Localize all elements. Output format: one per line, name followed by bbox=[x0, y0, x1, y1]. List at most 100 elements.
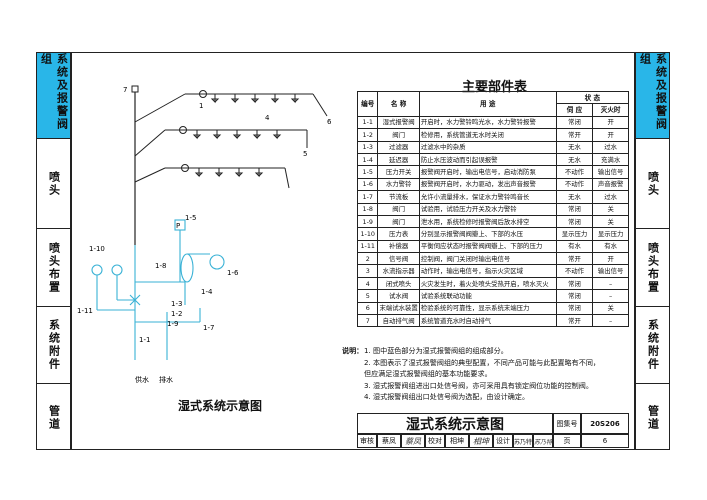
cell-use: 火灾发生时，着火处喷头受热开启，喷水灭火 bbox=[418, 276, 557, 291]
side-section-sprinkler-layout[interactable]: 喷头布置 bbox=[37, 229, 70, 307]
cell-fire: 开 bbox=[592, 128, 629, 142]
header-name: 名 称 bbox=[377, 91, 420, 117]
page-label: 页 bbox=[553, 434, 581, 448]
cell-no: 4 bbox=[356, 276, 379, 291]
cell-normal: 不动作 bbox=[555, 165, 594, 179]
callout-1-1: 1-1 bbox=[139, 336, 150, 344]
notes-label: 说明： bbox=[342, 346, 364, 355]
header-no: 编号 bbox=[356, 91, 379, 117]
callout-1-2: 1-2 bbox=[171, 310, 182, 318]
callout-5: 5 bbox=[303, 150, 307, 158]
side-section-system[interactable]: 系统及报警阀组 bbox=[37, 53, 70, 139]
note-item: 3. 湿式报警阀组进出口处信号阀，亦可采用具有锁定阀位功能的控制阀。 bbox=[364, 380, 593, 390]
cell-use: 试验系统联动功能 bbox=[418, 289, 557, 303]
side-section-system[interactable]: 系统及报警阀组 bbox=[636, 53, 669, 139]
cell-normal: 常闭 bbox=[555, 115, 594, 130]
cell-fire: 显示压力 bbox=[592, 227, 629, 241]
cell-fire: 充满水 bbox=[592, 152, 629, 167]
cell-fire: 过水 bbox=[592, 140, 629, 154]
cell-fire: – bbox=[592, 314, 629, 328]
cell-normal: 不动作 bbox=[555, 264, 594, 278]
cell-use: 允许小流量排水，保证水力警铃鸣音长 bbox=[418, 190, 557, 204]
cell-normal: 不动作 bbox=[555, 177, 594, 192]
cell-fire: 输出信号 bbox=[592, 264, 629, 278]
design-label: 设计 bbox=[493, 434, 513, 448]
header-normal: 伺 应 bbox=[555, 103, 594, 117]
callout-6: 6 bbox=[327, 118, 332, 126]
callout-1-11: 1-11 bbox=[77, 307, 93, 315]
header-fire: 灭火时 bbox=[592, 103, 629, 117]
callout-1-3: 1-3 bbox=[171, 300, 182, 308]
callout-1: 1 bbox=[199, 102, 203, 110]
designer-signature: 苏乃特 bbox=[533, 434, 553, 448]
cell-fire: 关 bbox=[592, 301, 629, 316]
cell-name: 压力开关 bbox=[377, 165, 420, 179]
side-section-pipe[interactable]: 管道 bbox=[646, 404, 660, 431]
cell-use: 防止水压波动而引起误报警 bbox=[418, 152, 557, 167]
cell-no: 1-2 bbox=[356, 128, 379, 142]
cell-name: 信号阀 bbox=[377, 252, 420, 266]
cell-name: 压力表 bbox=[377, 227, 420, 241]
cell-fire: – bbox=[592, 289, 629, 303]
callout-1-7: 1-7 bbox=[203, 324, 214, 332]
cell-normal: 常闭 bbox=[555, 276, 594, 291]
callout-7: 7 bbox=[123, 86, 127, 94]
cell-no: 1-3 bbox=[356, 140, 379, 154]
cell-normal: 常闭 bbox=[555, 202, 594, 216]
cell-name: 湿式报警阀 bbox=[377, 115, 420, 130]
cell-fire: 开 bbox=[592, 115, 629, 130]
page-number: 6 bbox=[581, 434, 629, 448]
cell-no: 1-6 bbox=[356, 177, 379, 192]
side-section-sprinkler[interactable]: 喷头 bbox=[37, 139, 70, 229]
callout-1-5: 1-5 bbox=[185, 214, 196, 222]
note-item: 4. 湿式报警阀组出口处信号阀为选配，由设计确定。 bbox=[364, 392, 530, 402]
cell-name: 闭式喷头 bbox=[377, 276, 420, 291]
cell-no: 1-5 bbox=[356, 165, 379, 179]
cell-name: 末端试水装置 bbox=[377, 301, 420, 316]
cell-fire: 有水 bbox=[592, 239, 629, 254]
cell-name: 过滤器 bbox=[377, 140, 420, 154]
cell-use: 过滤水中的杂质 bbox=[418, 140, 557, 154]
atlas-label: 图集号 bbox=[553, 413, 581, 434]
diagram-caption: 湿式系统示意图 bbox=[178, 399, 263, 413]
callout-4: 4 bbox=[265, 114, 270, 122]
cell-no: 1-9 bbox=[356, 214, 379, 229]
side-section-sprinkler-layout[interactable]: 喷头布置 bbox=[636, 229, 669, 307]
cell-no: 1-10 bbox=[356, 227, 379, 241]
checker-name: 相坤 bbox=[445, 434, 469, 448]
side-section-sprinkler[interactable]: 喷头 bbox=[636, 139, 669, 229]
checker-signature: 相坤 bbox=[469, 434, 493, 448]
cell-name: 节流板 bbox=[377, 190, 420, 204]
cell-name: 自动排气阀 bbox=[377, 314, 420, 328]
side-section-accessories[interactable]: 系统附件 bbox=[37, 307, 70, 384]
note-item: 但应满足湿式报警阀组的基本功能要求。 bbox=[364, 369, 492, 379]
header-status: 状 态 bbox=[555, 90, 630, 105]
cell-no: 5 bbox=[356, 289, 379, 303]
side-section-pipe[interactable]: 管道 bbox=[47, 404, 61, 431]
side-section-accessories[interactable]: 系统附件 bbox=[636, 307, 669, 384]
cell-use: 检验系统的可靠性，显示系统末端压力 bbox=[418, 301, 557, 316]
callout-1-4: 1-4 bbox=[201, 288, 213, 296]
cell-use: 报警阀开启时，水力驱动，发出声音报警 bbox=[418, 177, 557, 192]
cell-fire: 关 bbox=[592, 214, 629, 229]
cell-use: 分别显示报警阀阀瓣上、下部的水压 bbox=[418, 227, 557, 241]
cell-use: 试验用，试验压力开关及水力警铃 bbox=[418, 202, 557, 216]
callout-1-8: 1-8 bbox=[155, 262, 166, 270]
cell-use: 泄水用，系统检修时报警阀后放水排空 bbox=[418, 214, 557, 229]
cell-fire: 关 bbox=[592, 202, 629, 216]
cell-no: 1-8 bbox=[356, 202, 379, 216]
cell-name: 阀门 bbox=[377, 214, 420, 229]
cell-normal: 无水 bbox=[555, 190, 594, 204]
note-item: 1. 图中蓝色部分为湿式报警阀组的组成部分。 bbox=[364, 346, 508, 355]
check-label: 校对 bbox=[425, 434, 445, 448]
